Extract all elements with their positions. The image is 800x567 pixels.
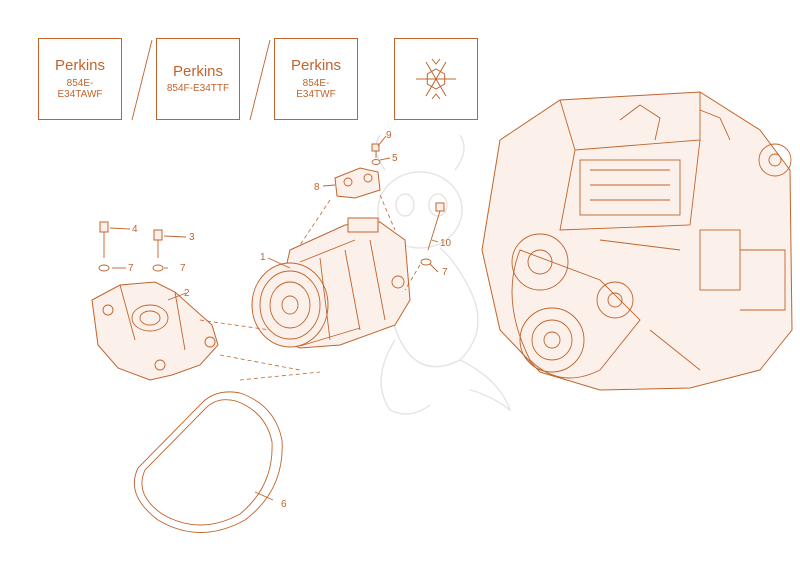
model-brand-2: Perkins [172, 63, 224, 81]
snowflake-icon [416, 58, 456, 100]
snowflake-box [394, 38, 478, 120]
model-brand-3: Perkins [290, 57, 342, 75]
bolt-10 [420, 202, 445, 266]
divider-1 [131, 39, 153, 121]
callout-4: 4 [132, 224, 138, 235]
leader-lines [109, 135, 439, 501]
model-box-3: Perkins 854E- E34TWF [274, 38, 358, 120]
callout-7c: 7 [442, 267, 448, 278]
drive-belt [133, 391, 283, 533]
callout-3: 3 [189, 232, 195, 243]
manifold-block [334, 167, 381, 199]
bolt-4 [98, 221, 110, 272]
callout-2: 2 [184, 288, 190, 299]
callout-9: 9 [386, 130, 392, 141]
callout-7a: 7 [128, 263, 134, 274]
callout-5: 5 [392, 153, 398, 164]
engine-illustration [481, 91, 793, 391]
model-box-2: Perkins 854F-E34TTF [156, 38, 240, 120]
model-brand-1: Perkins [54, 57, 106, 75]
callout-8: 8 [314, 182, 320, 193]
bolt-3 [152, 229, 164, 272]
ac-compressor [251, 217, 411, 349]
mounting-bracket [91, 281, 219, 381]
callout-1: 1 [260, 252, 266, 263]
alignment-lines [199, 194, 421, 381]
callout-6: 6 [281, 499, 287, 510]
callout-10: 10 [440, 238, 452, 249]
divider-2 [249, 39, 271, 121]
model-box-1: Perkins 854E- E34TAWF [38, 38, 122, 120]
model-code-1: 854E- E34TAWF [57, 77, 103, 101]
model-code-2: 854F-E34TTF [166, 83, 230, 95]
bolt-9 [371, 143, 381, 165]
model-code-3: 854E- E34TWF [296, 77, 336, 101]
callout-7b: 7 [180, 263, 186, 274]
